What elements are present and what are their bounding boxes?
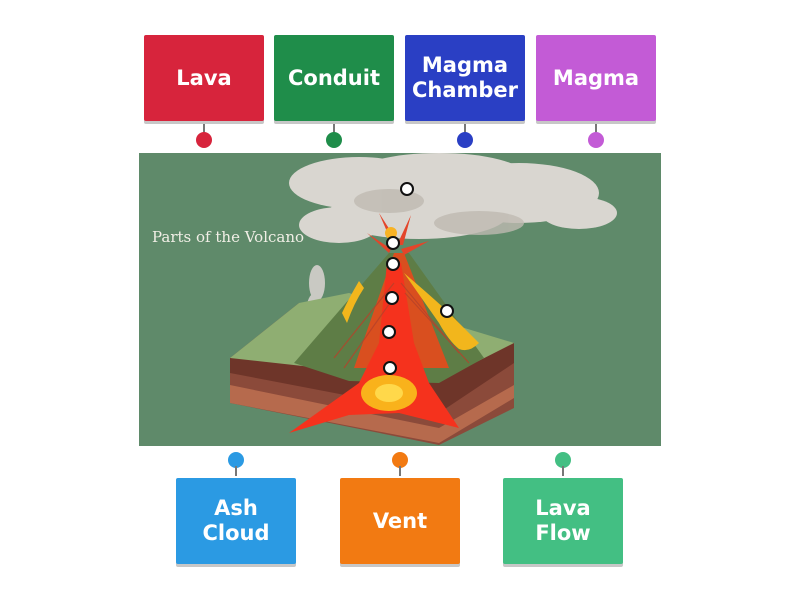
hotspot-ash-cloud[interactable]	[400, 182, 414, 196]
label-text-lava: Lava	[176, 65, 232, 90]
label-tile-vent[interactable]: Vent	[340, 478, 460, 564]
pin-lava	[195, 124, 213, 148]
pin-conduit	[325, 124, 343, 148]
hotspot-lava-flow[interactable]	[440, 304, 454, 318]
diagram-caption: Parts of the Volcano	[152, 228, 304, 246]
label-text-conduit: Conduit	[287, 65, 380, 90]
volcano-diagram: Parts of the Volcano	[139, 153, 661, 446]
label-tile-lava[interactable]: Lava	[144, 35, 264, 121]
label-tile-magma[interactable]: Magma	[536, 35, 656, 121]
pin-ash-cloud	[227, 452, 245, 476]
label-tile-conduit[interactable]: Conduit	[274, 35, 394, 121]
volcano-illustration: Parts of the Volcano	[139, 153, 661, 446]
label-text-magma-chamber: Magma Chamber	[411, 53, 519, 102]
pin-vent	[391, 452, 409, 476]
label-text-lava-flow: Lava Flow	[535, 496, 591, 545]
pin-lava-flow	[554, 452, 572, 476]
label-tile-lava-flow[interactable]: Lava Flow	[503, 478, 623, 564]
hotspot-conduit-lower[interactable]	[382, 325, 396, 339]
hotspot-conduit-upper[interactable]	[385, 291, 399, 305]
label-text-ash-cloud: Ash Cloud	[202, 496, 270, 545]
hotspot-magma-chamber[interactable]	[383, 361, 397, 375]
pin-magma	[587, 124, 605, 148]
label-tile-ash-cloud[interactable]: Ash Cloud	[176, 478, 296, 564]
label-tile-magma-chamber[interactable]: Magma Chamber	[405, 35, 525, 121]
label-text-magma: Magma	[552, 65, 640, 90]
hotspot-eruption[interactable]	[386, 236, 400, 250]
label-text-vent: Vent	[372, 508, 428, 533]
pin-magma-chamber	[456, 124, 474, 148]
hotspot-vent[interactable]	[386, 257, 400, 271]
